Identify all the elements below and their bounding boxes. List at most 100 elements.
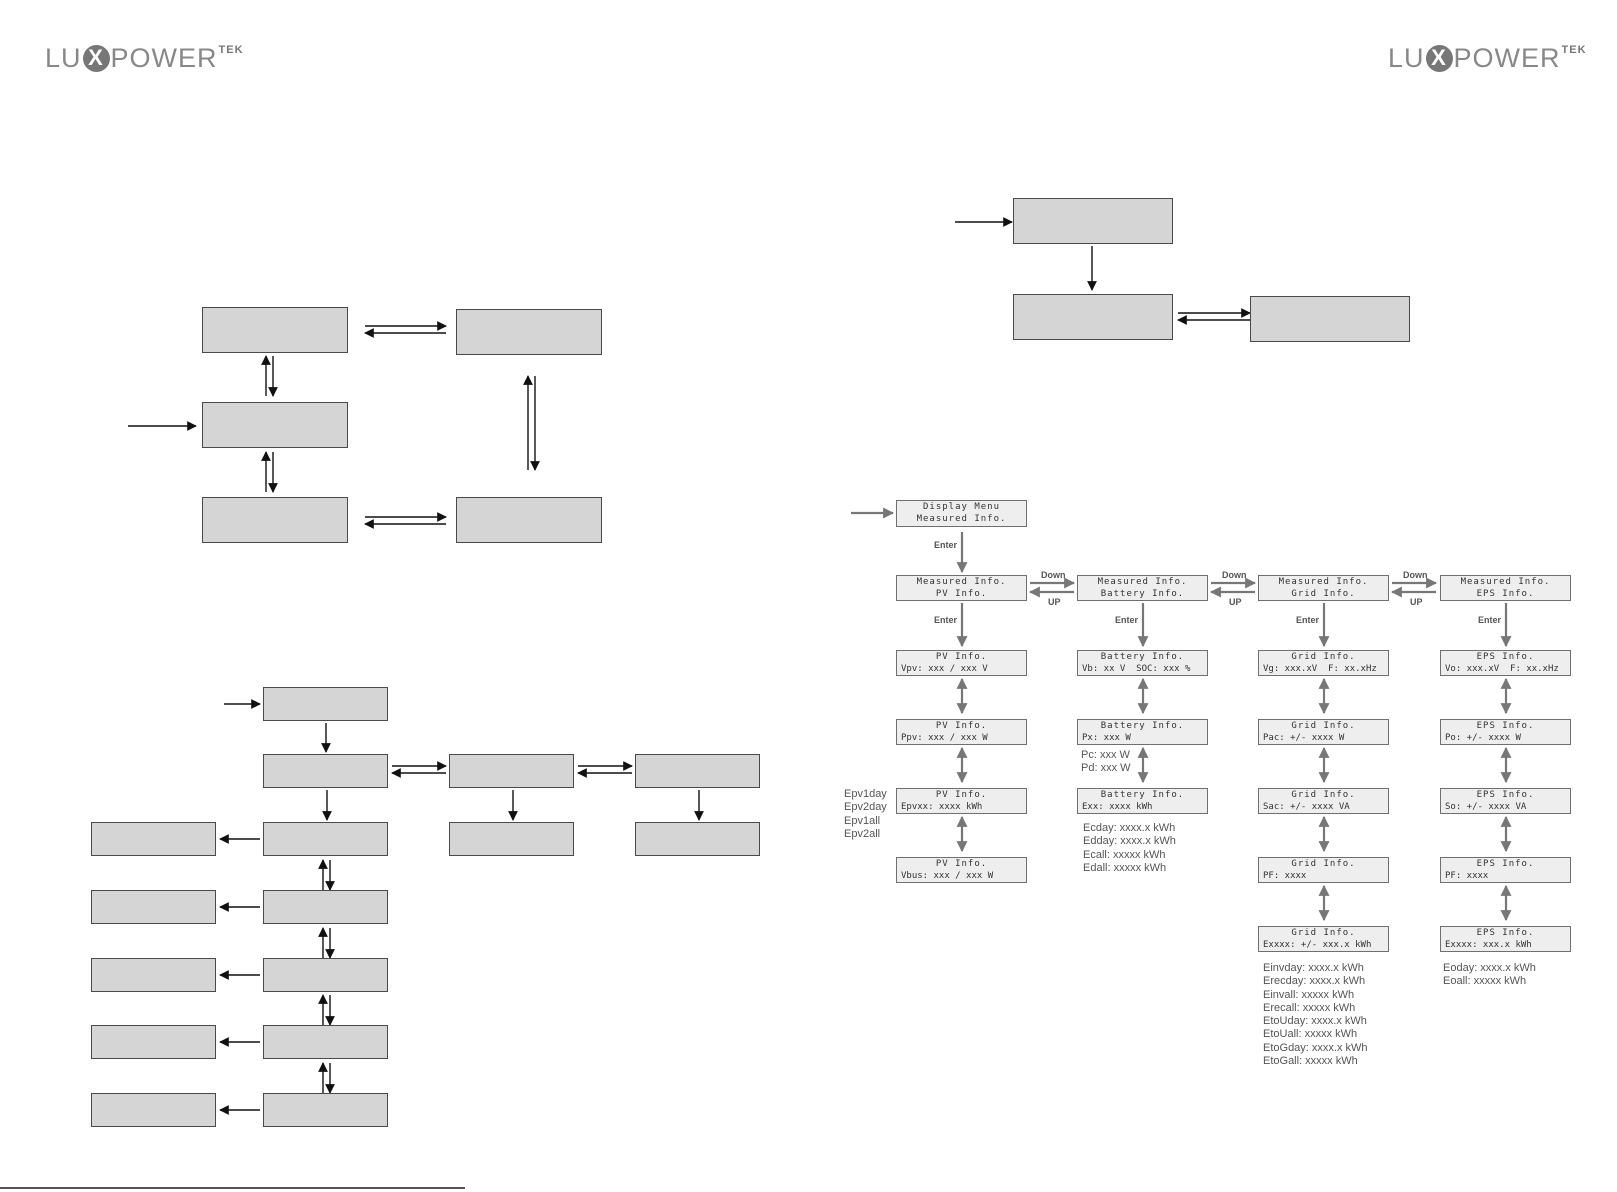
flow-box-a-top-right — [456, 309, 602, 355]
lcd-category-pv: Measured Info. PV Info. — [896, 575, 1027, 601]
flow-box-a-bottom-right — [456, 497, 602, 543]
up-label: UP — [1410, 597, 1423, 607]
lcd-line-1: Grid Info. — [1291, 859, 1356, 869]
note-battery-energy: Ecday: xxxx.x kWh Edday: xxxx.x kWh Ecal… — [1083, 822, 1176, 875]
lcd-line-1: PV Info. — [935, 721, 988, 731]
lcd-line-2: Vbus: xxx / xxx W — [901, 871, 994, 881]
lcd-line-2: Pac: +/- xxxx W — [1263, 733, 1345, 743]
lcd-line-1: Battery Info. — [1100, 790, 1185, 800]
flow-box-b-second-child — [449, 822, 574, 856]
lcd-pv-bus: PV Info. Vbus: xxx / xxx W — [896, 857, 1027, 883]
lcd-pv-voltage: PV Info. Vpv: xxx / xxx V — [896, 650, 1027, 676]
lcd-line-2: Exxxx: xxx.x kWh — [1445, 940, 1532, 950]
flow-box-c-top — [1013, 198, 1173, 244]
note-eps-energy: Eoday: xxxx.x kWh Eoall: xxxxx kWh — [1443, 962, 1536, 989]
lcd-line-1: EPS Info. — [1476, 859, 1535, 869]
lcd-line-2: PF: xxxx — [1445, 871, 1489, 881]
note-line: Epv2day — [844, 801, 887, 814]
note-line: Pd: xxx W — [1081, 762, 1131, 775]
lcd-line-2: Battery Info. — [1100, 589, 1185, 599]
note-pv-energy: Epv1day Epv2day Epv1all Epv2all — [844, 788, 887, 841]
down-label: Down — [1403, 570, 1428, 580]
note-line: Erecall: xxxxx kWh — [1263, 1001, 1356, 1014]
lcd-line-1: Grid Info. — [1291, 652, 1356, 662]
flow-box-b-side-3 — [91, 958, 216, 992]
up-label: UP — [1229, 597, 1242, 607]
lcd-line-1: Grid Info. — [1291, 928, 1356, 938]
lcd-line-1: Grid Info. — [1291, 790, 1356, 800]
flow-box-b-list-5 — [263, 1093, 388, 1127]
lcd-line-1: Display Menu — [922, 502, 1001, 512]
lcd-line-2: Measured Info. — [916, 514, 1007, 524]
lcd-pv-energy: PV Info. Epvxx: xxxx kWh — [896, 788, 1027, 814]
note-line: Eoday: xxxx.x kWh — [1443, 962, 1536, 974]
flow-box-b-second — [449, 754, 574, 788]
note-line: EtoUday: xxxx.x kWh — [1263, 1015, 1367, 1028]
lcd-grid-energy: Grid Info. Exxxx: +/- xxx.x kWh — [1258, 926, 1389, 952]
flow-box-b-side-4 — [91, 1025, 216, 1059]
lcd-line-1: EPS Info. — [1476, 928, 1535, 938]
page-divider — [0, 1187, 465, 1189]
note-line: Ecday: xxxx.x kWh — [1083, 822, 1176, 834]
logo-x-mark: X — [1425, 44, 1453, 72]
lcd-line-2: EPS Info. — [1476, 589, 1535, 599]
note-line: Einvday: xxxx.x kWh — [1263, 962, 1364, 974]
note-line: Epv2all — [844, 827, 881, 840]
lcd-line-2: Grid Info. — [1291, 589, 1356, 599]
lcd-category-eps: Measured Info. EPS Info. — [1440, 575, 1571, 601]
flow-box-b-side-2 — [91, 890, 216, 924]
lcd-line-1: Measured Info. — [1460, 577, 1551, 587]
lcd-line-1: Battery Info. — [1100, 721, 1185, 731]
lcd-pv-power: PV Info. Ppv: xxx / xxx W — [896, 719, 1027, 745]
lcd-line-1: EPS Info. — [1476, 790, 1535, 800]
flow-box-b-list-3 — [263, 958, 388, 992]
flow-box-b-side-1 — [91, 822, 216, 856]
lcd-line-2: Po: +/- xxxx W — [1445, 733, 1521, 743]
lcd-line-2: Epvxx: xxxx kWh — [901, 802, 983, 812]
logo-x-mark: X — [82, 44, 110, 72]
note-line: Edall: xxxxx kWh — [1083, 861, 1167, 874]
note-line: Epv1all — [844, 814, 881, 827]
lcd-line-2: Vpv: xxx / xxx V — [901, 664, 988, 674]
lcd-grid-power-factor: Grid Info. PF: xxxx — [1258, 857, 1389, 883]
note-line: EtoUall: xxxxx kWh — [1263, 1028, 1358, 1041]
note-line: Edday: xxxx.x kWh — [1083, 835, 1176, 848]
logo-text: POWER — [1453, 42, 1561, 73]
flow-box-b-third-child — [635, 822, 760, 856]
note-line: EtoGday: xxxx.x kWh — [1263, 1041, 1368, 1054]
note-line: EtoGall: xxxxx kWh — [1263, 1055, 1358, 1068]
enter-label: Enter — [1478, 615, 1502, 625]
note-line: Erecday: xxxx.x kWh — [1263, 975, 1366, 988]
flow-box-a-top-left — [202, 307, 348, 353]
lcd-line-2: PF: xxxx — [1263, 871, 1307, 881]
flow-box-c-bottom-left — [1013, 294, 1173, 340]
note-line: Einvall: xxxxx kWh — [1263, 988, 1355, 1001]
note-battery-power: Pc: xxx W Pd: xxx W — [1081, 749, 1131, 776]
lcd-line-1: Battery Info. — [1100, 652, 1185, 662]
lcd-display-menu: Display Menu Measured Info. — [896, 500, 1027, 527]
note-line: Ecall: xxxxx kWh — [1083, 848, 1166, 861]
lcd-line-1: Measured Info. — [916, 577, 1007, 587]
lcd-line-1: Measured Info. — [1278, 577, 1369, 587]
flow-box-b-list-1 — [263, 822, 388, 856]
lcd-eps-apparent-power: EPS Info. So: +/- xxxx VA — [1440, 788, 1571, 814]
lcd-grid-apparent-power: Grid Info. Sac: +/- xxxx VA — [1258, 788, 1389, 814]
lcd-category-battery: Measured Info. Battery Info. — [1077, 575, 1208, 601]
lcd-line-1: PV Info. — [935, 790, 988, 800]
logo-text: LU — [45, 42, 82, 73]
lcd-line-2: Vb: xx V SOC: xxx % — [1082, 664, 1191, 674]
logo-text: LU — [1388, 42, 1425, 73]
note-line: Eoall: xxxxx kWh — [1443, 975, 1527, 988]
note-line: Epv1day — [844, 788, 887, 800]
lcd-eps-power: EPS Info. Po: +/- xxxx W — [1440, 719, 1571, 745]
up-label: UP — [1048, 597, 1061, 607]
enter-label: Enter — [1115, 615, 1139, 625]
logo-sup: TEK — [1561, 44, 1587, 56]
down-label: Down — [1222, 570, 1247, 580]
flow-box-b-list-4 — [263, 1025, 388, 1059]
lcd-line-2: Sac: +/- xxxx VA — [1263, 802, 1350, 812]
flow-box-c-bottom-right — [1250, 296, 1410, 342]
enter-label: Enter — [934, 540, 958, 550]
